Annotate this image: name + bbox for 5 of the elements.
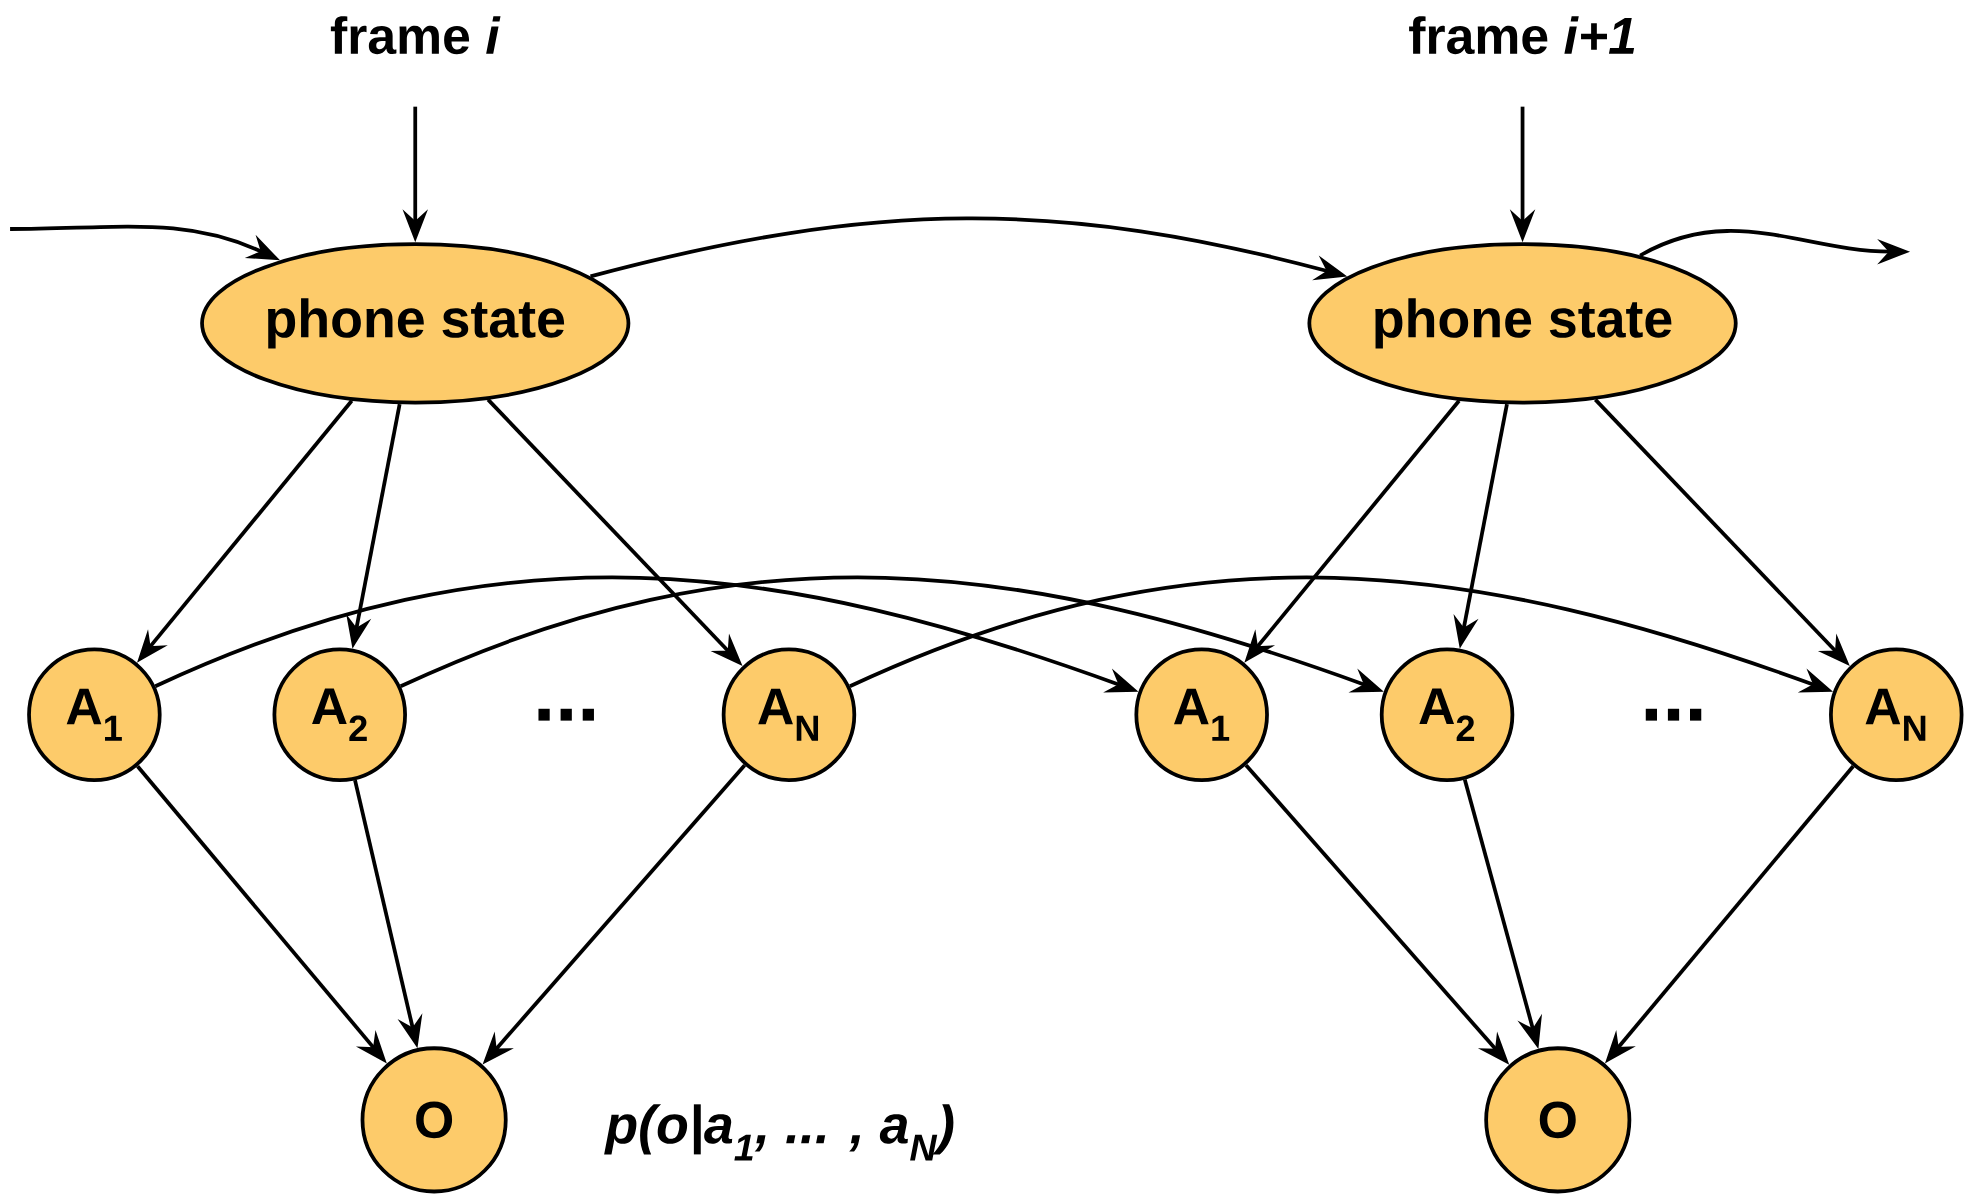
ellipsis-dots: ... xyxy=(1645,708,1702,721)
frame-label: frame i+1 xyxy=(1409,16,1635,55)
probability-formula: p(o|a$_{1}$, ... , a$_{N}$) xyxy=(604,1104,954,1161)
frame-label: frame i xyxy=(330,16,501,55)
ellipsis-dots: ... xyxy=(538,708,594,721)
